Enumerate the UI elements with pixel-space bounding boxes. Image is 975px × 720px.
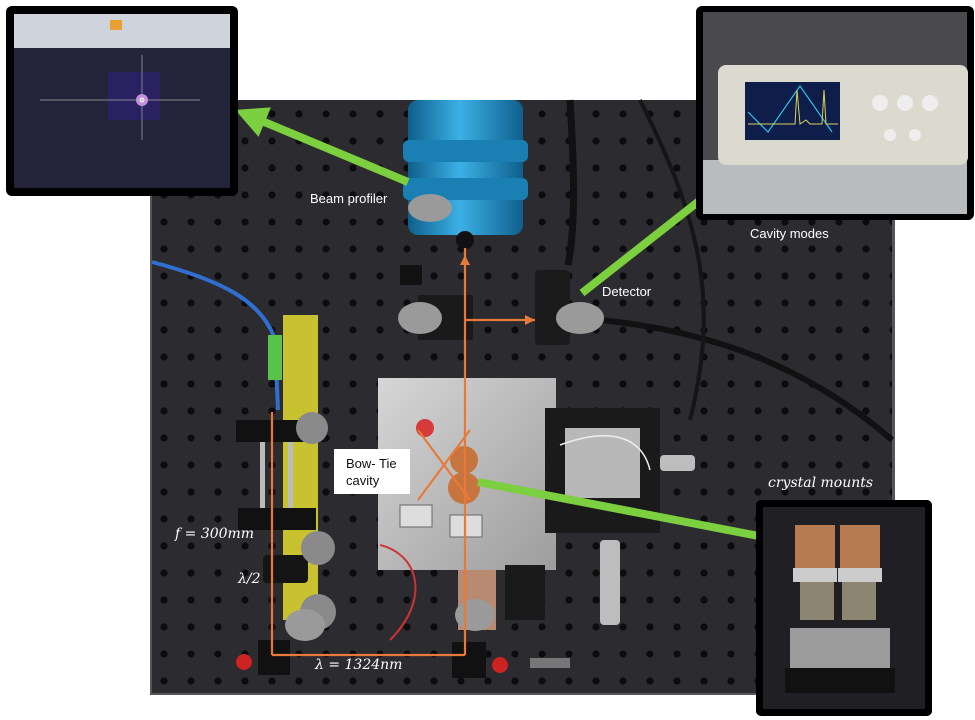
wire [379,544,417,641]
label-half-wave-plate: λ/2 [237,571,261,587]
label-wavelength: λ = 1324nm [314,657,402,673]
mirror-mount [505,565,545,620]
micrometer [600,540,620,625]
crystal-mounts-inset [756,500,932,716]
label-beam-profiler: Beam profiler [310,191,388,206]
profiler-aperture [456,231,474,249]
red-knob [492,657,508,673]
label-crystal-mounts: crystal mounts [768,475,873,491]
oscilloscope-inset [696,6,974,220]
post-holder [285,609,325,641]
label-cavity: cavity [346,473,380,488]
beam-profile-inset [6,6,238,196]
mirror-mount [400,265,422,285]
cage-rod [288,442,293,512]
fiber-connector [268,335,282,380]
stage-plate [565,428,640,498]
wire [559,435,651,471]
post-holder [398,302,442,334]
beam-arrowhead [460,255,470,265]
label-focal-length: f = 300mm [174,526,254,542]
post-holder [408,194,452,222]
label-detector: Detector [602,284,652,299]
cavity-mirror [399,504,433,528]
bnc-connector [530,658,570,668]
cable [638,99,706,421]
bow-tie-label-box [334,449,410,494]
beam-path [270,248,535,657]
label-bow-tie: Bow- Tie [346,456,397,471]
beam-arrowhead [525,315,535,325]
lens-mount [238,508,316,530]
cable [599,317,894,443]
arrow-to-crystal-inset [477,478,806,555]
label-cavity-modes: Cavity modes [750,226,829,241]
post-holder [301,531,335,565]
optical-fiber [151,260,280,411]
mirror-mount [258,640,290,675]
mirror-mount [452,642,486,678]
cage-rod [260,442,265,512]
post-holder [455,599,495,631]
micrometer [660,455,695,471]
post-holder [556,302,604,334]
beam-profiler-ring [403,140,528,162]
arrow-to-profiler-inset [235,107,410,186]
red-knob [236,654,252,670]
post-holder [296,412,328,444]
red-knob [416,419,434,437]
waveplate-mount [263,555,308,583]
detector-cable [564,99,578,266]
